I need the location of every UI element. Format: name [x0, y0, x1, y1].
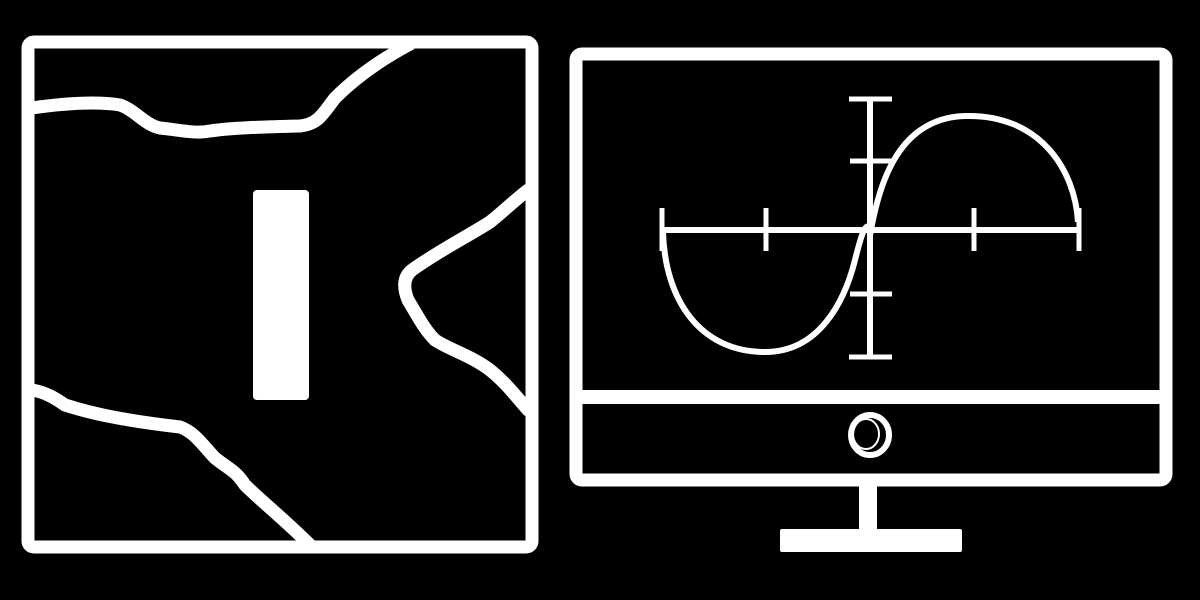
- monitor-stand-base: [780, 529, 962, 552]
- power-button-icon: [848, 412, 892, 458]
- map-border-right: [398, 183, 535, 417]
- monitor-stand-neck: [859, 480, 877, 532]
- sine-graph: [659, 96, 1082, 360]
- location-marker: [253, 190, 309, 400]
- map-icon: [21, 35, 539, 554]
- sine-curve: [660, 112, 1081, 356]
- map-border-top: [25, 37, 417, 139]
- map-frame: [21, 35, 539, 554]
- monitor-icon: [569, 47, 1173, 552]
- map-border-bottom: [25, 383, 317, 552]
